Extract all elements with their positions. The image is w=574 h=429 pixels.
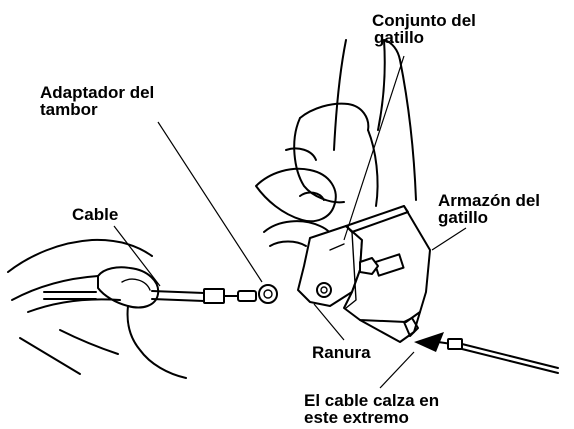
callout-cable-seats-line2: este extremo	[304, 408, 409, 427]
callout-cable-line1: Cable	[72, 205, 119, 224]
leader-trigger-housing	[431, 227, 467, 251]
callout-groove-line1: Ranura	[312, 343, 371, 362]
callout-trigger-assembly-line1: Conjunto del	[372, 11, 476, 30]
callout-drum-adapter-line1: Adaptador del	[40, 83, 155, 102]
trigger-housing	[343, 205, 431, 343]
right-hand	[255, 39, 417, 257]
leader-drum-adapter	[157, 121, 263, 283]
leader-groove	[313, 303, 345, 341]
cable-assembly	[43, 284, 278, 304]
callout-trigger-assembly-line2: gatillo	[374, 28, 425, 47]
callout-groove: Ranura	[312, 344, 371, 361]
leader-cable-seat	[379, 351, 415, 389]
cable-seat-arrow	[414, 332, 559, 374]
callout-trigger-housing: Armazón del gatillo	[438, 192, 540, 226]
leader-trigger-assembly	[343, 55, 405, 241]
callout-cable-seats-line1: El cable calza en	[304, 391, 440, 410]
callout-cable: Cable	[72, 206, 118, 223]
callout-trigger-housing-line2: gatillo	[438, 208, 489, 227]
callout-drum-adapter: Adaptador del tambor	[40, 84, 154, 118]
callout-trigger-assembly: Conjunto del gatillo	[372, 12, 476, 46]
left-hand	[7, 238, 187, 379]
leader-cable	[113, 225, 161, 287]
callout-trigger-housing-line1: Armazón del	[438, 191, 541, 210]
callout-cable-seats: El cable calza en este extremo	[304, 392, 439, 426]
callout-drum-adapter-line2: tambor	[40, 100, 98, 119]
